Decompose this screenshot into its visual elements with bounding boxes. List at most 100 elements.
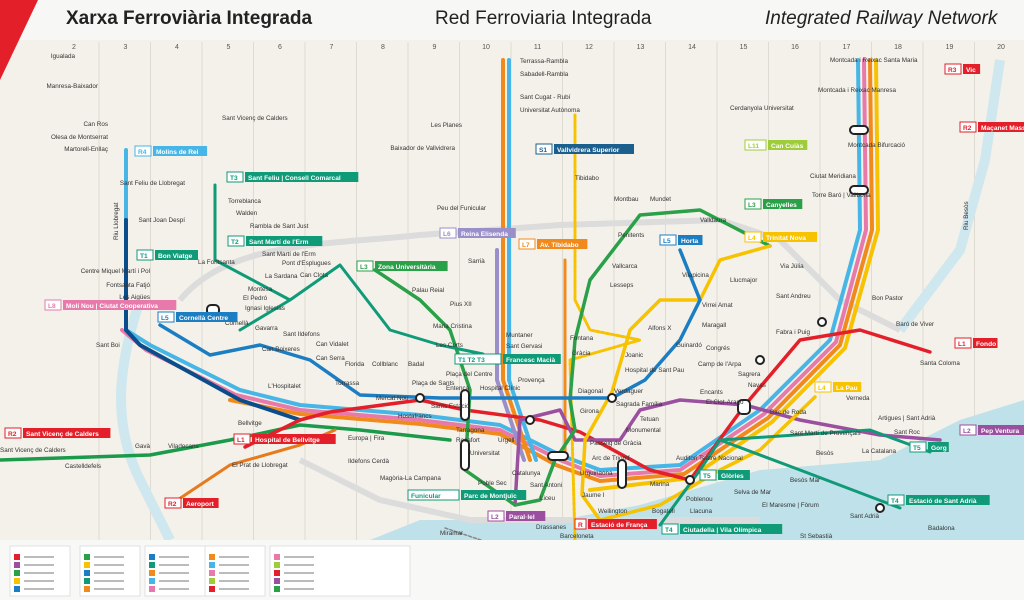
station-label-tetuan[interactable]: Tetuan bbox=[640, 416, 659, 423]
station-label-walden[interactable]: Walden bbox=[236, 210, 258, 217]
station-label-joanic[interactable]: Joanic bbox=[625, 352, 643, 359]
station-label-bogatell[interactable]: Bogatell bbox=[652, 508, 675, 515]
station-label-sant-boi[interactable]: Sant Boi bbox=[96, 342, 120, 349]
station-label-universitat[interactable]: Universitat bbox=[470, 450, 500, 457]
station-label-les-corts[interactable]: Les Corts bbox=[436, 342, 463, 349]
station-label-poble-sec[interactable]: Poble Sec bbox=[478, 480, 507, 487]
interchange-sant-adria[interactable] bbox=[875, 503, 885, 513]
station-label-congres[interactable]: Congrés bbox=[706, 345, 730, 352]
station-label-virrei-amat[interactable]: Virrei Amat bbox=[702, 302, 733, 309]
station-label-muntaner[interactable]: Muntaner bbox=[506, 332, 533, 339]
station-label-torrassa[interactable]: Torrassa bbox=[335, 380, 360, 387]
station-label-badalona[interactable]: Badalona bbox=[928, 525, 955, 532]
station-label-ciutat-meridiana[interactable]: Ciutat Meridiana bbox=[810, 173, 856, 180]
station-label-barceloneta[interactable]: Barceloneta bbox=[560, 533, 594, 540]
station-label-entenca[interactable]: Entença bbox=[446, 385, 470, 392]
station-label-can-ros[interactable]: Can Ros bbox=[84, 121, 109, 128]
station-label-torreblanca[interactable]: Torreblanca bbox=[228, 198, 261, 205]
station-label-montcada-bifurcacio[interactable]: Montcada Bifurcació bbox=[848, 142, 906, 149]
station-label-palau-reial[interactable]: Palau Reial bbox=[412, 287, 444, 294]
station-label-montbau[interactable]: Montbau bbox=[614, 196, 639, 203]
station-label-montcada-i-reixac-manresa[interactable]: Montcada i Reixac Manresa bbox=[818, 87, 897, 94]
station-label-selva-de-mar[interactable]: Selva de Mar bbox=[734, 489, 771, 496]
station-label-valldaura[interactable]: Valldaura bbox=[700, 217, 727, 224]
interchange-sant-andreu[interactable] bbox=[817, 317, 827, 327]
station-label-baixador-de-vallvidrera[interactable]: Baixador de Vallvidrera bbox=[390, 145, 455, 152]
station-label-penitents[interactable]: Penitents bbox=[618, 232, 644, 239]
station-label-baro-de-viver[interactable]: Baró de Viver bbox=[896, 321, 934, 328]
station-label-badal[interactable]: Badal bbox=[408, 361, 424, 368]
station-label-manresa-baixador[interactable]: Manresa-Baixador bbox=[47, 83, 98, 90]
station-label-ildefons-cerda[interactable]: Ildefons Cerdà bbox=[348, 458, 389, 465]
station-label-rambla-de-sant-just[interactable]: Rambla de Sant Just bbox=[250, 223, 309, 230]
station-label-sant-ildefons[interactable]: Sant Ildefons bbox=[283, 331, 320, 338]
station-label-el-maresme-forum[interactable]: El Maresme | Fòrum bbox=[762, 502, 819, 509]
station-label-passeig-de-gracia[interactable]: Passeig de Gràcia bbox=[590, 440, 642, 447]
station-label-maria-cristina[interactable]: Maria Cristina bbox=[433, 323, 472, 330]
station-label-universitat-autonoma[interactable]: Universitat Autònoma bbox=[520, 107, 580, 114]
station-label-placa-del-centre[interactable]: Plaça del Centre bbox=[446, 371, 493, 378]
station-label-bon-pastor[interactable]: Bon Pastor bbox=[872, 295, 903, 302]
station-label-liceu[interactable]: Liceu bbox=[540, 495, 556, 502]
station-label-jaume-i[interactable]: Jaume I bbox=[582, 492, 605, 499]
station-label-les-planes[interactable]: Les Planes bbox=[431, 122, 462, 129]
station-label-artigues-sant-adria[interactable]: Artigues | Sant Adrià bbox=[878, 415, 936, 422]
station-label-gracia[interactable]: Gràcia bbox=[572, 350, 591, 357]
station-label-camp-de-l-arpa[interactable]: Camp de l'Arpa bbox=[698, 361, 742, 368]
station-label-montcada-i-reixac-santa-maria[interactable]: Montcada i Reixac Santa Maria bbox=[830, 57, 918, 64]
station-label-besos[interactable]: Besòs bbox=[816, 450, 834, 457]
station-label-besos-mar[interactable]: Besòs Mar bbox=[790, 477, 820, 484]
station-label-diagonal[interactable]: Diagonal bbox=[578, 388, 603, 395]
interchange-clot[interactable] bbox=[737, 399, 751, 415]
station-label-sant-cugat-rubi[interactable]: Sant Cugat - Rubí bbox=[520, 94, 571, 101]
interchange-marina[interactable] bbox=[685, 475, 695, 485]
station-label-sant-joan-despi[interactable]: Sant Joan Despí bbox=[138, 217, 185, 224]
station-label-arc-de-triomf[interactable]: Arc de Triomf bbox=[592, 455, 630, 462]
station-label-urgell[interactable]: Urgell bbox=[498, 437, 514, 444]
station-label-sant-feliu-de-llobregat[interactable]: Sant Feliu de Llobregat bbox=[120, 180, 185, 187]
station-label-hostafrancs[interactable]: Hostafrancs bbox=[398, 413, 432, 420]
station-label-collblanc[interactable]: Collblanc bbox=[372, 361, 398, 368]
station-label-el-clot-arago[interactable]: El Clot-Aragó bbox=[706, 399, 744, 406]
station-label-sant-gervasi[interactable]: Sant Gervasi bbox=[506, 343, 542, 350]
station-label-gava[interactable]: Gavà bbox=[135, 443, 151, 450]
interchange-arc-triomf[interactable] bbox=[617, 459, 627, 489]
interchange-espanya[interactable] bbox=[460, 439, 470, 471]
station-label-sabadell-rambla[interactable]: Sabadell-Rambla bbox=[520, 71, 569, 78]
station-label-urquinaona[interactable]: Urquinaona bbox=[580, 470, 613, 477]
interchange-sants[interactable] bbox=[460, 389, 470, 421]
station-label-can-serra[interactable]: Can Serra bbox=[316, 355, 345, 362]
station-label-bellvitge[interactable]: Bellvitge bbox=[238, 420, 262, 427]
station-label-alfons-x[interactable]: Alfons X bbox=[648, 325, 672, 332]
station-label-vilapicina[interactable]: Vilapicina bbox=[682, 272, 709, 279]
station-label-llucmajor[interactable]: Llucmajor bbox=[730, 277, 757, 284]
station-label-can-vidalet[interactable]: Can Vidalet bbox=[316, 341, 349, 348]
interchange-montcada[interactable] bbox=[849, 125, 869, 135]
station-label-placa-de-sants[interactable]: Plaça de Sants bbox=[412, 380, 454, 387]
station-label-sant-antoni[interactable]: Sant Antoni bbox=[530, 482, 562, 489]
station-label-hospital-de-sant-pau[interactable]: Hospital de Sant Pau bbox=[625, 367, 685, 374]
station-label-sant-marti-de-provencals[interactable]: Sant Martí de Provençals bbox=[790, 430, 861, 437]
station-label-pont-d-esplugues[interactable]: Pont d'Esplugues bbox=[282, 260, 331, 267]
station-label-olesa-de-montserrat[interactable]: Olesa de Montserrat bbox=[51, 134, 108, 141]
station-label-sant-adria[interactable]: Sant Adrià bbox=[850, 513, 880, 520]
station-label-drassanes[interactable]: Drassanes bbox=[536, 524, 566, 531]
station-label-bac-de-roda[interactable]: Bac de Roda bbox=[770, 409, 807, 416]
station-label-auditori-teatre-nacional[interactable]: Auditori Teatre Nacional bbox=[676, 455, 743, 462]
station-label-can-boixeres[interactable]: Can Boixeres bbox=[262, 346, 300, 353]
station-label-el-pedro[interactable]: El Pedró bbox=[243, 295, 268, 302]
station-label-sant-roc[interactable]: Sant Roc bbox=[894, 429, 920, 436]
station-label-sant-vicenc-de-calders[interactable]: Sant Vicenç de Calders bbox=[0, 447, 66, 454]
station-label-sant-andreu[interactable]: Sant Andreu bbox=[776, 293, 811, 300]
station-label-encants[interactable]: Encants bbox=[700, 389, 723, 396]
station-label-can-clota[interactable]: Can Clota bbox=[300, 272, 328, 279]
